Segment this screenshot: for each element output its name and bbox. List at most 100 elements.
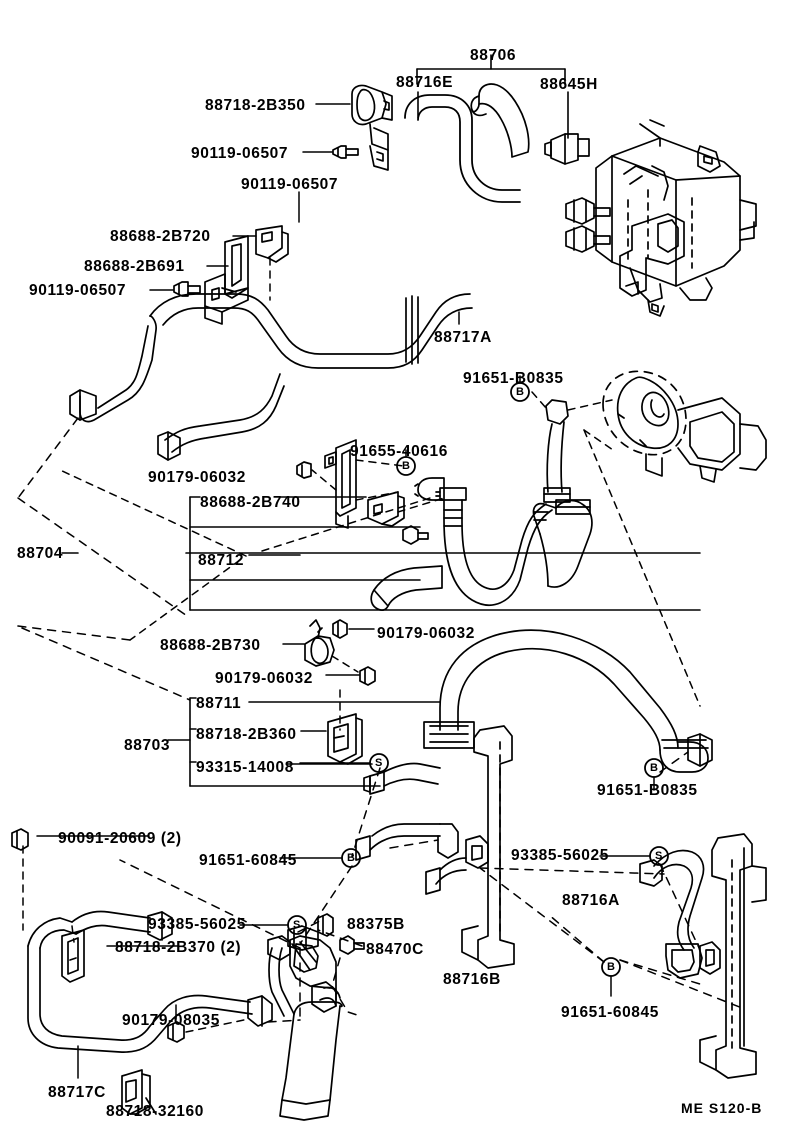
dashed-88704 bbox=[59, 469, 431, 641]
leaders-bracket bbox=[149, 235, 271, 301]
part-label-90119-06507-c: 90119-06507 bbox=[29, 282, 127, 299]
callout-s-1: S bbox=[375, 757, 383, 769]
hose-88711 bbox=[423, 629, 713, 773]
hose-to-compressor bbox=[543, 399, 571, 503]
part-label-88688-2b691: 88688-2B691 bbox=[84, 258, 185, 275]
part-label-88717c: 88717C bbox=[48, 1084, 106, 1101]
part-label-88706: 88706 bbox=[470, 47, 517, 64]
dashed-leaders-mid bbox=[311, 459, 445, 513]
callout-circles bbox=[287, 382, 669, 977]
clamp-88718-2b350 bbox=[351, 84, 393, 171]
callout-stems bbox=[239, 375, 655, 997]
part-label-88716a: 88716A bbox=[562, 892, 620, 909]
callout-b-5: B bbox=[607, 961, 615, 973]
part-label-88716b: 88716B bbox=[443, 971, 501, 988]
bolt-90091-20609 bbox=[11, 828, 29, 851]
leader-box-88704 bbox=[61, 496, 701, 611]
callout-s-3: S bbox=[655, 850, 663, 862]
hose-88712 bbox=[435, 487, 553, 606]
part-label-88718-2b350: 88718-2B350 bbox=[205, 97, 306, 114]
nut-90179-06032-a bbox=[296, 461, 312, 479]
bracket-mid-lower bbox=[355, 823, 459, 861]
hose-elbow-88704 bbox=[414, 477, 445, 501]
part-label-90119-06507-a: 90119-06507 bbox=[191, 145, 289, 162]
part-label-90091-20609: 90091-20609 (2) bbox=[58, 830, 182, 847]
nut-90179-06032-d bbox=[402, 525, 429, 545]
bracket-91655-40616 bbox=[324, 439, 357, 529]
leaders-bottom-left bbox=[36, 835, 179, 1079]
part-label-88704: 88704 bbox=[17, 545, 64, 562]
part-label-93385-56025-b: 93385-56025 bbox=[511, 847, 609, 864]
callout-b-1: B bbox=[516, 386, 524, 398]
part-label-88703: 88703 bbox=[124, 737, 171, 754]
part-label-88470c: 88470C bbox=[366, 941, 424, 958]
hose-88706 bbox=[470, 83, 530, 158]
nut-90179-06032-b bbox=[332, 619, 348, 639]
bolt-88375b bbox=[317, 913, 334, 937]
part-label-93385-56025-a: 93385-56025 bbox=[148, 916, 246, 933]
leaders-2b730 bbox=[282, 628, 375, 676]
part-label-91655-40616: 91655-40616 bbox=[350, 443, 448, 460]
part-label-88718-2b370: 88718-2B370 (2) bbox=[115, 939, 242, 956]
part-label-90179-08035: 90179-08035 bbox=[122, 1012, 220, 1029]
part-label-88716e: 88716E bbox=[396, 74, 454, 91]
callout-b-2: B bbox=[402, 460, 410, 472]
pipe-88717c bbox=[27, 910, 273, 1053]
part-label-90179-06032-c: 90179-06032 bbox=[215, 670, 313, 687]
pipe-88716a bbox=[639, 849, 705, 979]
part-label-91651-60845-a: 91651-60845 bbox=[199, 852, 297, 869]
part-label-88718-2b360: 88718-2B360 bbox=[196, 726, 297, 743]
part-label-88711: 88711 bbox=[196, 695, 242, 712]
clamp-88688-2b730 bbox=[304, 619, 335, 667]
leaders-top-left bbox=[298, 103, 351, 223]
clamp-88718-2b360 bbox=[327, 713, 363, 765]
bracket-88688-2b740 bbox=[367, 491, 405, 527]
hose-88704-stub bbox=[370, 565, 443, 612]
clamp-88718-32160 bbox=[121, 1069, 157, 1115]
part-label-88645h: 88645H bbox=[540, 76, 598, 93]
bolt-90119-06507-a bbox=[332, 145, 359, 159]
leader-group-top bbox=[416, 54, 569, 139]
condenser-frame bbox=[699, 833, 767, 1079]
pipe-lower-mid bbox=[157, 373, 285, 461]
part-label-91651-60845-b: 91651-60845 bbox=[561, 1004, 659, 1021]
callout-b-4: B bbox=[347, 852, 355, 864]
hose-88706-lower bbox=[532, 499, 593, 588]
blower-unit bbox=[595, 119, 757, 317]
pipe-88716e bbox=[404, 94, 521, 203]
callout-s-2: S bbox=[293, 919, 301, 931]
pipe-union-1 bbox=[405, 295, 419, 365]
leader-box-88703 bbox=[167, 697, 441, 787]
part-label-88375b: 88375B bbox=[347, 916, 405, 933]
bolt-88470c bbox=[339, 935, 365, 955]
compressor-bracket-top bbox=[619, 213, 685, 297]
bolt-90119-06507-c bbox=[173, 281, 201, 297]
clamp-88718-2b370 bbox=[61, 929, 85, 983]
bracket-condenser-left bbox=[425, 725, 515, 969]
part-label-93315-14008: 93315-14008 bbox=[196, 759, 294, 776]
pipe-88717a bbox=[69, 293, 473, 423]
part-label-88688-2b740: 88688-2B740 bbox=[200, 494, 301, 511]
bracket-88688-2b720 bbox=[255, 225, 289, 263]
callout-b-3: B bbox=[650, 762, 658, 774]
blower-connectors bbox=[565, 197, 611, 253]
bracket-88688-2b691 bbox=[204, 235, 249, 325]
dashed-2b730 bbox=[331, 655, 359, 731]
part-label-88717a: 88717A bbox=[434, 329, 492, 346]
part-label-90119-06507-b: 90119-06507 bbox=[241, 176, 339, 193]
part-label-91651-b0835-b: 91651-B0835 bbox=[597, 782, 698, 799]
part-label-88718-32160: 88718-32160 bbox=[106, 1103, 204, 1120]
part-label-90179-06032-b: 90179-06032 bbox=[377, 625, 475, 642]
part-label-88712: 88712 bbox=[198, 552, 245, 569]
assembly-guides bbox=[17, 417, 743, 1023]
bolt-90179-08035 bbox=[167, 1021, 185, 1043]
diagram-footer-code: ME S120-B bbox=[681, 1100, 763, 1116]
compressor bbox=[602, 370, 767, 483]
part-label-88688-2b720: 88688-2B720 bbox=[110, 228, 211, 245]
part-label-91651-b0835-a: 91651-B0835 bbox=[463, 370, 564, 387]
switch-88645h bbox=[544, 133, 590, 165]
receiver-dryer bbox=[267, 925, 343, 1121]
part-label-88688-2b730: 88688-2B730 bbox=[160, 637, 261, 654]
